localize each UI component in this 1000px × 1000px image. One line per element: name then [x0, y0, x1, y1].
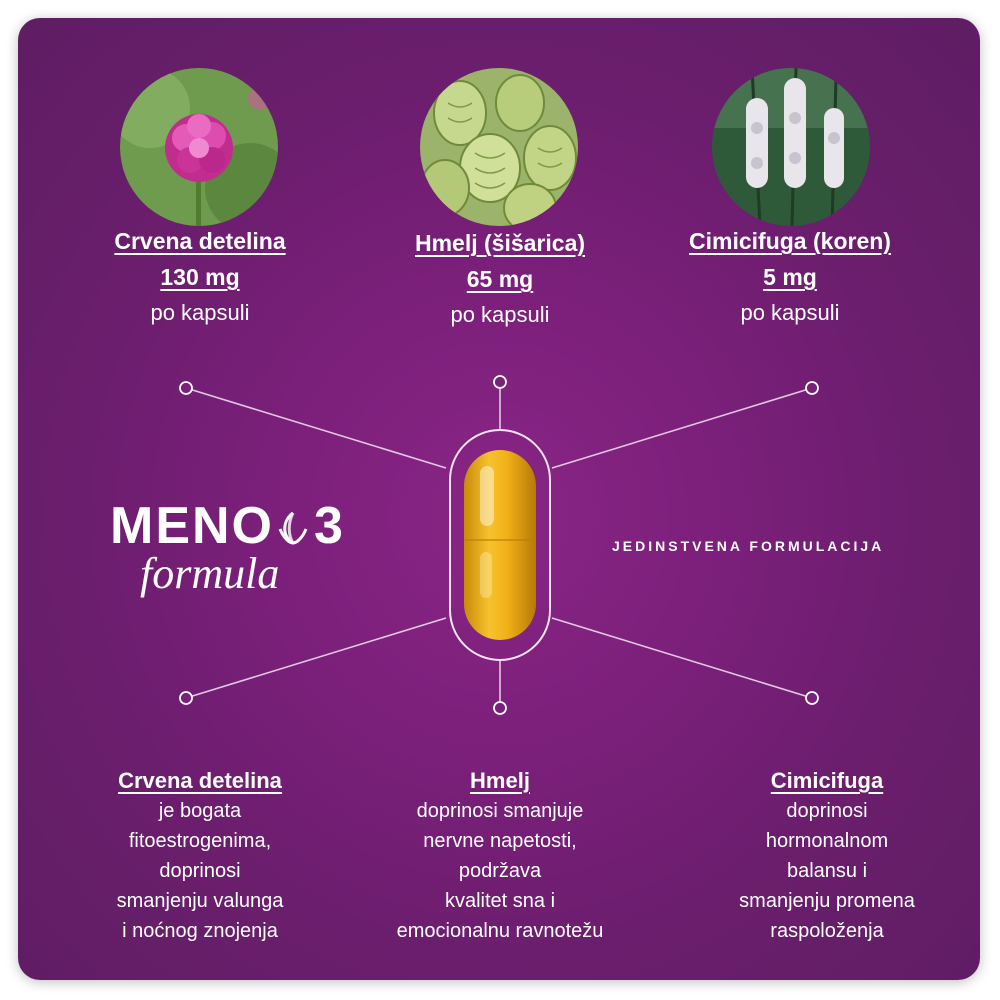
node-dot	[179, 691, 193, 705]
ingredient-name: Crvena detelina	[114, 228, 286, 254]
ingredient-unit: po kapsuli	[450, 302, 550, 327]
node-dot	[805, 381, 819, 395]
ingredient-unit: po kapsuli	[150, 300, 250, 325]
ingredient-name: Hmelj (šišarica)	[414, 230, 586, 256]
benefit-line: doprinosi	[786, 800, 868, 822]
benefit-title: Crvena detelina	[118, 768, 282, 793]
ingredient-3: Cimicifuga (koren) 5 mg po kapsuli	[640, 224, 940, 330]
benefit-line: emocionalnu ravnotežu	[396, 920, 604, 942]
benefit-2: Hmelj doprinosi smanjuje nervne napetost…	[365, 766, 635, 946]
logo-formula-text: formula	[140, 549, 280, 598]
benefit-line: i noćnog znojenja	[122, 920, 278, 942]
benefit-line: je bogata	[158, 800, 242, 822]
benefit-line: smanjenju promena	[739, 890, 915, 912]
node-dot	[493, 701, 507, 715]
ingredient-2: Hmelj (šišarica) 65 mg po kapsuli	[350, 226, 650, 332]
benefit-line: raspoloženja	[770, 920, 884, 942]
logo-meno-text: MENO	[110, 497, 274, 555]
benefit-line: podržava	[458, 860, 542, 882]
benefit-3: Cimicifuga doprinosi hormonalnom balansu…	[692, 766, 962, 946]
benefit-title: Hmelj	[470, 768, 530, 793]
hop-cones-photo	[420, 68, 578, 226]
ingredient-unit: po kapsuli	[740, 300, 840, 325]
benefit-1: Crvena detelina je bogata fitoestrogenim…	[65, 766, 335, 946]
meno3-formula-logo: MENO 3 formula	[110, 496, 350, 606]
node-dot	[179, 381, 193, 395]
black-cohosh-photo	[712, 68, 870, 226]
node-dot	[805, 691, 819, 705]
red-clover-photo	[120, 68, 278, 226]
capsule-icon	[464, 450, 536, 640]
ingredient-name: Cimicifuga (koren)	[689, 228, 891, 254]
ingredient-dose: 65 mg	[466, 266, 534, 292]
logo-three-text: 3	[314, 497, 345, 555]
benefit-line: hormonalnom	[765, 830, 889, 852]
ingredient-dose: 5 mg	[763, 264, 817, 290]
lotus-icon	[276, 500, 310, 545]
logo-wordmark: MENO 3	[110, 496, 345, 556]
connector-diagram	[179, 375, 819, 715]
node-dot	[493, 375, 507, 389]
benefit-title: Cimicifuga	[770, 768, 884, 793]
benefit-line: nervne napetosti,	[423, 830, 577, 852]
ingredient-1: Crvena detelina 130 mg po kapsuli	[50, 224, 350, 330]
ingredient-dose: 130 mg	[160, 264, 240, 290]
benefit-line: doprinosi	[159, 860, 241, 882]
benefit-line: doprinosi smanjuje	[416, 800, 584, 822]
infographic-card: Crvena detelina 130 mg po kapsuli Hmelj …	[18, 18, 980, 980]
benefit-line: smanjenju valunga	[116, 890, 284, 912]
benefit-line: balansu i	[786, 860, 868, 882]
benefit-line: fitoestrogenima,	[128, 830, 272, 852]
tagline: JEDINSTVENA FORMULACIJA	[612, 538, 885, 554]
capsule-outline	[449, 429, 551, 661]
benefit-line: kvalitet sna i	[444, 890, 556, 912]
